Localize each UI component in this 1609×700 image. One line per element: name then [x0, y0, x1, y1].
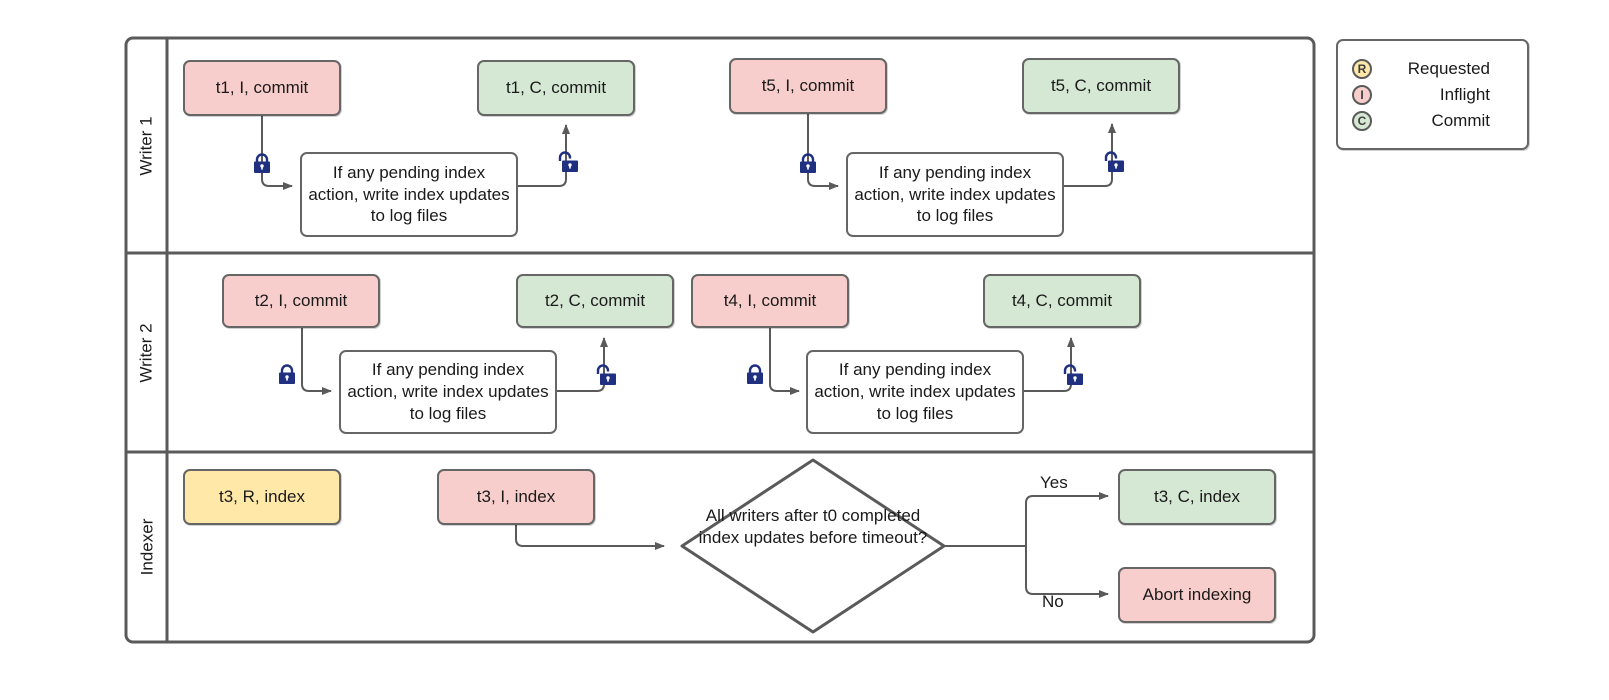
node-w2-t2-inflight[interactable]: t2, I, commit	[222, 274, 380, 328]
decision-diamond	[680, 458, 946, 634]
legend-badge-commit-icon: C	[1352, 110, 1372, 131]
legend-item-inflight: I Inflight	[1352, 82, 1511, 108]
lane-label-indexer: Indexer	[127, 452, 167, 642]
edge-w2-t4i-to-proc2	[769, 328, 800, 395]
legend-badge-requested-icon: R	[1352, 58, 1372, 79]
pool-frame	[124, 36, 1316, 644]
edge-w2-t2i-to-proc1	[301, 328, 332, 395]
lock-closed-icon	[279, 364, 295, 384]
legend-box: R Requested I Inflight C Commit	[1336, 39, 1529, 150]
node-w1-t1-inflight[interactable]: t1, I, commit	[183, 60, 341, 116]
node-w2-process-2[interactable]: If any pending index action, write index…	[806, 350, 1024, 434]
legend-label-commit: Commit	[1431, 110, 1490, 130]
lane-label-writer-2-text: Writer 2	[137, 322, 157, 383]
lock-open-icon	[1063, 364, 1083, 385]
node-indexer-t3-inflight[interactable]: t3, I, index	[437, 469, 595, 525]
legend-item-requested: R Requested	[1352, 56, 1511, 82]
node-w1-process-2[interactable]: If any pending index action, write index…	[846, 152, 1064, 237]
legend-label-inflight: Inflight	[1439, 84, 1490, 104]
node-w1-t1-commit[interactable]: t1, C, commit	[477, 60, 635, 116]
legend-badge-inflight-icon: I	[1352, 84, 1372, 105]
node-w2-t2-commit[interactable]: t2, C, commit	[516, 274, 674, 328]
node-indexer-t3-commit[interactable]: t3, C, index	[1118, 469, 1276, 525]
edge-t3i-to-decision	[515, 524, 665, 550]
edge-branch-no	[1025, 546, 1109, 598]
node-indexer-t3-requested[interactable]: t3, R, index	[183, 469, 341, 525]
branch-label-yes: Yes	[1040, 473, 1068, 492]
edge-w1-proc2-to-t5c	[1064, 123, 1116, 187]
legend-label-requested: Requested	[1407, 58, 1490, 78]
lock-open-icon	[1104, 151, 1124, 172]
edge-w1-t1i-to-proc1	[261, 116, 293, 190]
node-w2-t4-inflight[interactable]: t4, I, commit	[691, 274, 849, 328]
node-w1-process-1[interactable]: If any pending index action, write index…	[300, 152, 518, 237]
node-indexer-abort[interactable]: Abort indexing	[1118, 567, 1276, 623]
lane-label-writer-1: Writer 1	[127, 38, 167, 253]
lock-closed-icon	[800, 153, 816, 173]
lane-label-writer-2: Writer 2	[127, 253, 167, 452]
node-w1-t5-inflight[interactable]: t5, I, commit	[729, 58, 887, 114]
legend-item-commit: C Commit	[1352, 108, 1511, 134]
node-w1-t5-commit[interactable]: t5, C, commit	[1022, 58, 1180, 114]
lock-open-icon	[596, 364, 616, 385]
node-w2-process-1[interactable]: If any pending index action, write index…	[339, 350, 557, 434]
edge-w1-t5i-to-proc2	[807, 114, 839, 190]
edge-branch-yes	[1025, 492, 1109, 546]
edge-w1-proc1-to-t1c	[518, 124, 570, 187]
branch-label-no: No	[1042, 592, 1064, 611]
lane-label-indexer-text: Indexer	[137, 518, 157, 576]
lock-closed-icon	[254, 153, 270, 173]
node-w2-t4-commit[interactable]: t4, C, commit	[983, 274, 1141, 328]
lane-label-writer-1-text: Writer 1	[137, 115, 157, 176]
lock-open-icon	[558, 151, 578, 172]
lock-closed-icon	[747, 364, 763, 384]
